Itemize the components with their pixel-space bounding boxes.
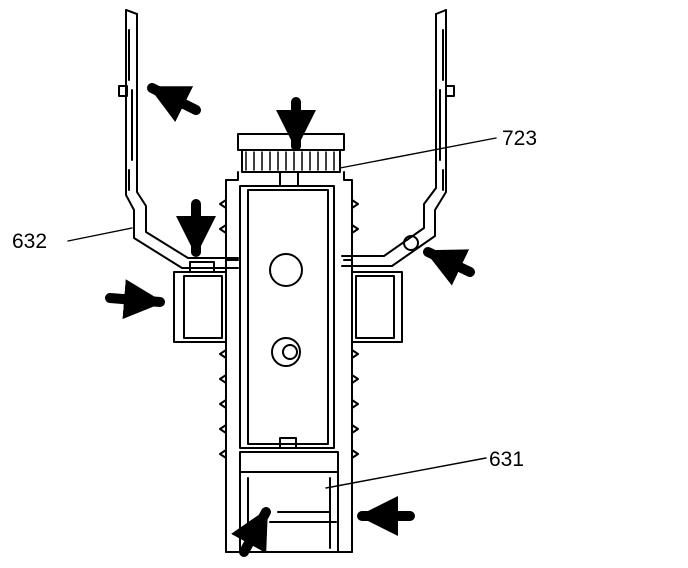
leader-632 xyxy=(67,227,133,242)
arrow-lower-left xyxy=(231,507,271,557)
side-blocks xyxy=(173,261,403,343)
leader-lines xyxy=(67,137,497,489)
callout-632: 632 xyxy=(12,230,48,253)
indicator-arrows xyxy=(105,83,475,557)
callout-631: 631 xyxy=(489,448,525,471)
leader-631 xyxy=(325,457,487,489)
arrow-left-block xyxy=(105,279,165,320)
arrow-upper-left xyxy=(147,83,201,122)
upper-housing xyxy=(118,9,455,269)
callout-723: 723 xyxy=(502,127,538,150)
leader-723 xyxy=(339,137,497,169)
arrow-right-clip xyxy=(423,247,475,286)
